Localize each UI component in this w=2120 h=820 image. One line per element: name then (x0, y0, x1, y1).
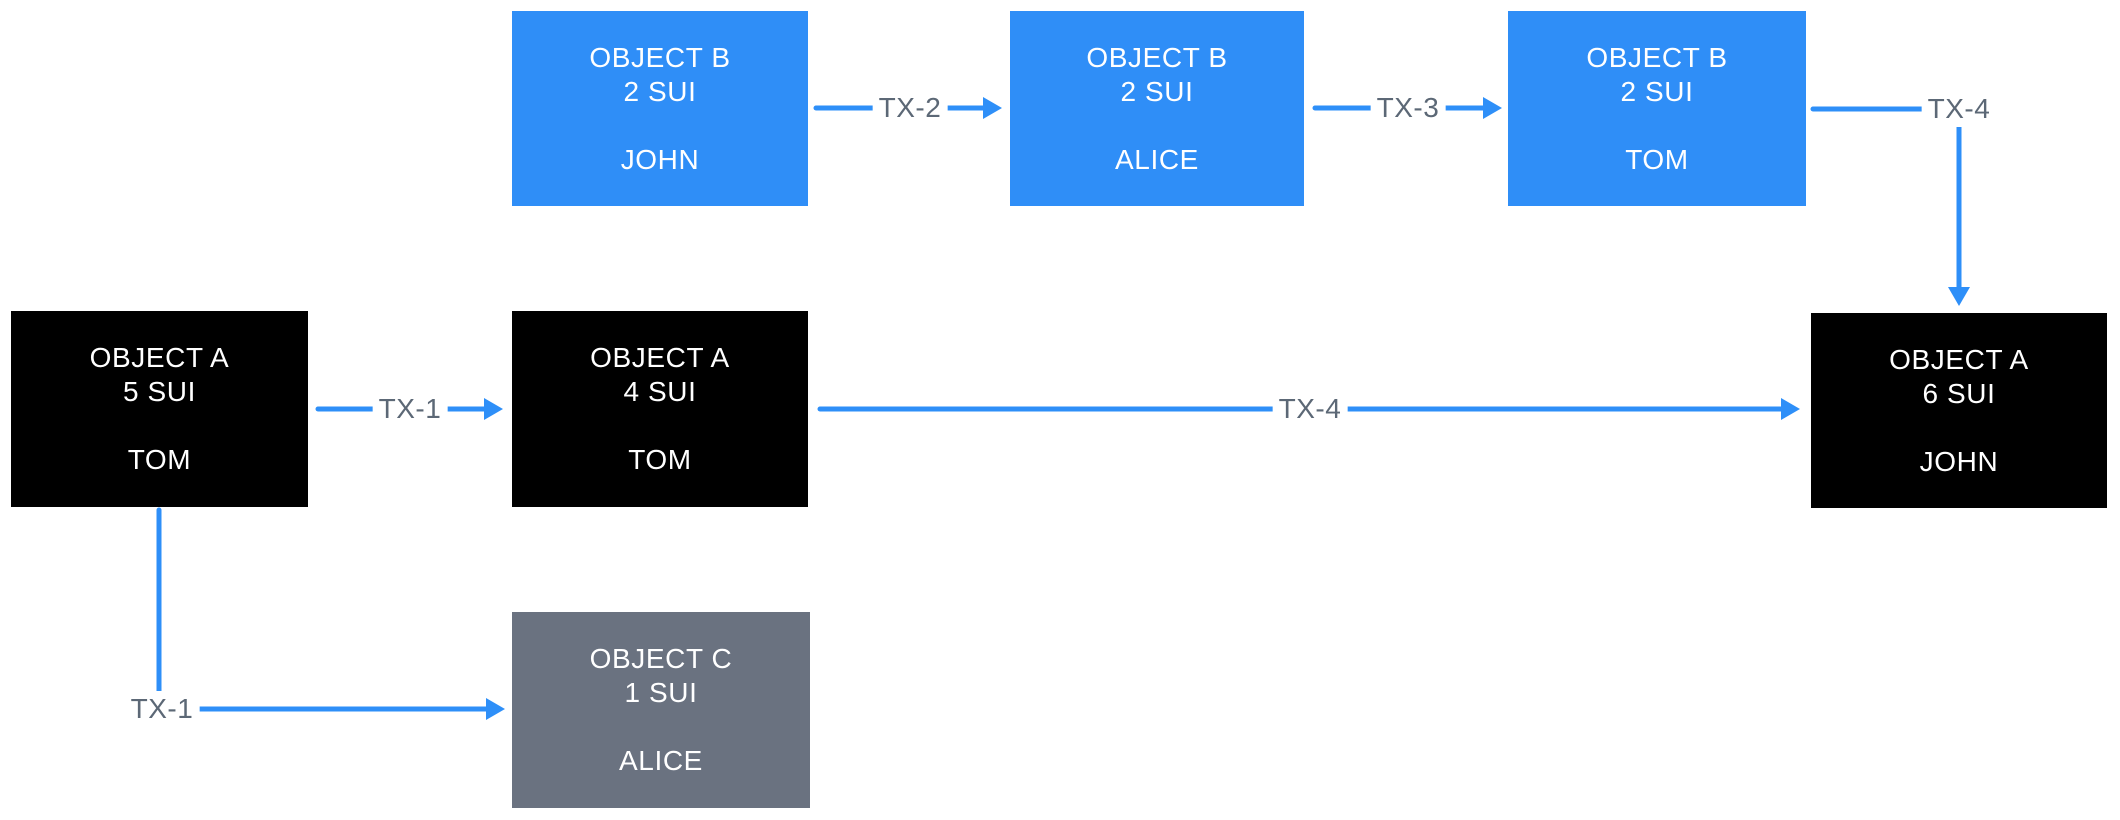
node-amount: 6 SUI (1922, 377, 1996, 409)
node-title: OBJECT B (589, 41, 731, 73)
node-object-a-tom-4: OBJECT A 4 SUI TOM (512, 311, 808, 507)
node-title: OBJECT B (1586, 41, 1728, 73)
node-amount: 2 SUI (1620, 75, 1694, 107)
edge-label-tx-1-right: TX-1 (372, 391, 448, 427)
node-text: OBJECT A 5 SUI TOM (90, 341, 230, 477)
node-text: OBJECT B 2 SUI JOHN (589, 41, 730, 177)
node-object-b-alice: OBJECT B 2 SUI ALICE (1010, 11, 1304, 206)
node-owner: TOM (127, 444, 192, 475)
edge-tx-2-arrowhead (983, 97, 1002, 119)
node-object-c-alice: OBJECT C 1 SUI ALICE (512, 612, 810, 808)
edge-label-tx-3: TX-3 (1370, 90, 1446, 126)
edge-label-tx-4-down: TX-4 (1921, 91, 1997, 127)
node-owner: ALICE (619, 745, 703, 776)
node-title: OBJECT A (590, 342, 730, 373)
node-amount: 2 SUI (1120, 75, 1194, 107)
node-amount: 2 SUI (623, 75, 697, 107)
edge-tx-1-bent-arrowhead (486, 698, 505, 720)
node-amount: 4 SUI (623, 376, 697, 407)
edge-tx-4-long-arrowhead (1781, 398, 1800, 420)
node-owner: TOM (1625, 143, 1689, 175)
edge-label-tx-2: TX-2 (872, 90, 948, 126)
node-object-a-john-6: OBJECT A 6 SUI JOHN (1811, 313, 2107, 508)
edge-label-tx-4-long: TX-4 (1272, 391, 1348, 427)
node-owner: TOM (628, 444, 692, 475)
node-title: OBJECT A (89, 342, 230, 373)
node-amount: 1 SUI (624, 677, 698, 708)
node-object-b-tom: OBJECT B 2 SUI TOM (1508, 11, 1806, 206)
edge-tx-3-arrowhead (1483, 97, 1502, 119)
node-owner: JOHN (1919, 445, 1999, 477)
node-object-b-john: OBJECT B 2 SUI JOHN (512, 11, 808, 206)
edge-tx-1-right-arrowhead (484, 398, 503, 420)
node-owner: ALICE (1115, 143, 1199, 175)
node-owner: JOHN (620, 143, 700, 175)
node-text: OBJECT B 2 SUI TOM (1586, 41, 1727, 177)
node-text: OBJECT B 2 SUI ALICE (1086, 41, 1227, 177)
edge-label-tx-1-bent: TX-1 (124, 691, 200, 727)
node-title: OBJECT B (1086, 41, 1228, 73)
node-title: OBJECT A (1889, 343, 2029, 375)
node-amount: 5 SUI (122, 376, 196, 407)
node-object-a-tom-5: OBJECT A 5 SUI TOM (11, 311, 308, 507)
node-text: OBJECT A 4 SUI TOM (590, 341, 730, 477)
edge-tx-1-bent-line (156, 507, 492, 712)
node-text: OBJECT C 1 SUI ALICE (590, 642, 733, 778)
node-text: OBJECT A 6 SUI JOHN (1889, 343, 2029, 479)
edge-tx-4-down-arrowhead (1948, 287, 1970, 306)
node-title: OBJECT C (589, 643, 733, 674)
